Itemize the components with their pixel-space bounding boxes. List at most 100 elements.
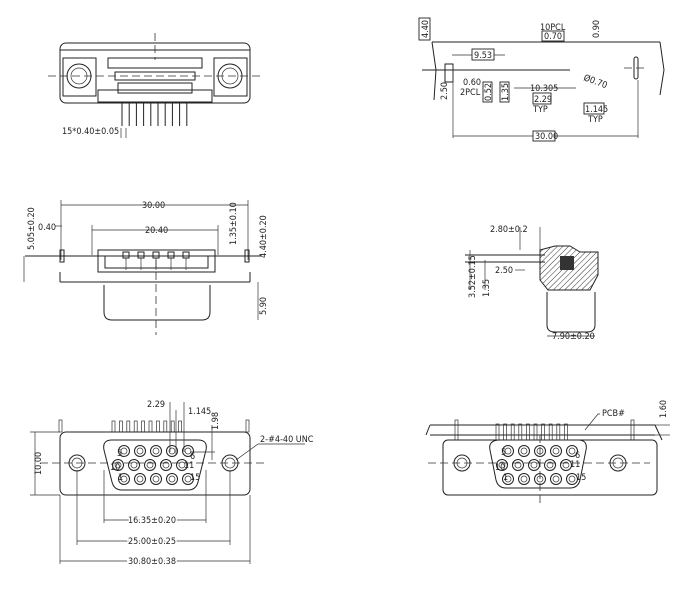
board-lock — [58, 419, 63, 433]
svg-text:2.29: 2.29 — [534, 95, 552, 105]
svg-text:5.90: 5.90 — [259, 297, 269, 315]
pin-socket-inner — [178, 461, 186, 469]
pin-socket-inner — [520, 475, 528, 483]
svg-text:1.145: 1.145 — [585, 105, 608, 115]
pin-socket — [566, 473, 578, 485]
svg-text:4.40±0.20: 4.40±0.20 — [259, 215, 269, 258]
pin-socket — [550, 473, 562, 485]
pin-socket-inner — [152, 447, 160, 455]
pin-socket — [502, 445, 514, 457]
pin-socket-inner — [184, 475, 192, 483]
svg-text:25.00±0.25: 25.00±0.25 — [128, 537, 176, 547]
contact-section — [560, 256, 574, 270]
pin-leg — [495, 423, 500, 441]
pin-socket-inner — [504, 475, 512, 483]
pin-socket-inner — [552, 447, 560, 455]
pin-leg — [111, 420, 116, 433]
front-section-view: 30.00 20.40 0.40 5.05±0.20 1.35±0.10 4.4… — [23, 200, 269, 335]
pin-leg — [178, 420, 182, 433]
pin-socket-inner — [520, 447, 528, 455]
pin-socket — [566, 445, 578, 457]
pin-socket-inner — [546, 461, 554, 469]
pin-socket — [112, 459, 124, 471]
svg-text:30.00: 30.00 — [142, 201, 165, 211]
pin-socket-inner — [114, 461, 122, 469]
pin-leg — [163, 420, 168, 433]
pin-socket-inner — [498, 461, 506, 469]
pin-socket — [176, 459, 188, 471]
pin-leg — [141, 420, 145, 433]
pin-socket-inner — [162, 461, 170, 469]
svg-text:9.53: 9.53 — [474, 51, 492, 61]
svg-text:TYP: TYP — [587, 115, 603, 125]
svg-text:15: 15 — [576, 473, 586, 483]
svg-text:2.50: 2.50 — [495, 266, 513, 276]
svg-text:30.80±0.38: 30.80±0.38 — [128, 557, 176, 567]
svg-text:3.52±0.15: 3.52±0.15 — [468, 255, 478, 298]
pin-socket — [518, 445, 530, 457]
svg-text:2PCL: 2PCL — [460, 88, 481, 98]
svg-text:0.40: 0.40 — [38, 223, 56, 233]
pin-leg — [541, 423, 545, 441]
svg-text:Ø0.70: Ø0.70 — [582, 72, 609, 91]
pin-socket — [144, 459, 156, 471]
pin-socket-inner — [504, 447, 512, 455]
pin-leg — [564, 423, 568, 441]
pin-socket-inner — [152, 475, 160, 483]
pin-socket — [550, 445, 562, 457]
svg-text:0.70: 0.70 — [544, 32, 562, 42]
svg-text:11: 11 — [184, 461, 194, 471]
pin-socket — [134, 445, 146, 457]
svg-text:1.35: 1.35 — [501, 83, 511, 101]
pin-socket-inner — [146, 461, 154, 469]
svg-text:1.35: 1.35 — [482, 279, 492, 297]
pin-socket — [512, 459, 524, 471]
pin-socket — [150, 445, 162, 457]
pin-socket — [166, 473, 178, 485]
pin-socket — [118, 445, 130, 457]
svg-text:TYP: TYP — [532, 105, 548, 115]
svg-text:0.60: 0.60 — [463, 78, 481, 88]
svg-text:0.90: 0.90 — [592, 20, 602, 38]
pin-socket-inner — [120, 475, 128, 483]
side-section-view: 2.80±0.2 3.52±0.15 1.35 2.50 7.90±0.20 — [465, 225, 599, 342]
pin-leg — [556, 423, 561, 441]
svg-text:1.35±0.10: 1.35±0.10 — [229, 202, 239, 245]
svg-text:1: 1 — [503, 473, 508, 483]
svg-text:1: 1 — [118, 473, 123, 483]
svg-text:10: 10 — [110, 463, 120, 473]
contact — [152, 251, 160, 259]
svg-text:10: 10 — [495, 463, 505, 473]
top-view: 15*0.40±0.05 — [48, 33, 262, 138]
pin-leg — [126, 420, 131, 433]
pin-leg — [518, 423, 523, 441]
svg-text:1.60: 1.60 — [659, 400, 669, 418]
pin-socket — [128, 459, 140, 471]
pin-socket-inner — [130, 461, 138, 469]
face-view: 10.00 16.35±0.20 25.00±0.25 30.80±0.38 2… — [30, 400, 314, 569]
pin-leg — [148, 420, 153, 433]
pin-socket — [534, 445, 546, 457]
svg-text:5.05±0.20: 5.05±0.20 — [27, 207, 37, 250]
pin-socket — [150, 473, 162, 485]
svg-text:0.52: 0.52 — [484, 83, 494, 101]
pin-socket — [182, 445, 194, 457]
pin-socket — [118, 473, 130, 485]
pin-leg — [510, 423, 515, 441]
pin-socket — [560, 459, 572, 471]
svg-text:20.40: 20.40 — [145, 226, 168, 236]
pin-socket-inner — [530, 461, 538, 469]
pin-socket — [182, 473, 194, 485]
pin-socket-inner — [514, 461, 522, 469]
svg-text:2.50: 2.50 — [440, 82, 450, 100]
pin-dimension-label: 15*0.40±0.05 — [62, 127, 119, 137]
svg-text:PCB#: PCB# — [602, 409, 625, 419]
pin-socket — [544, 459, 556, 471]
pin-socket — [518, 473, 530, 485]
svg-text:6: 6 — [190, 452, 195, 462]
screw-block-left — [62, 57, 97, 97]
pin-socket — [528, 459, 540, 471]
pin-socket — [166, 445, 178, 457]
svg-text:10.305: 10.305 — [530, 84, 558, 94]
